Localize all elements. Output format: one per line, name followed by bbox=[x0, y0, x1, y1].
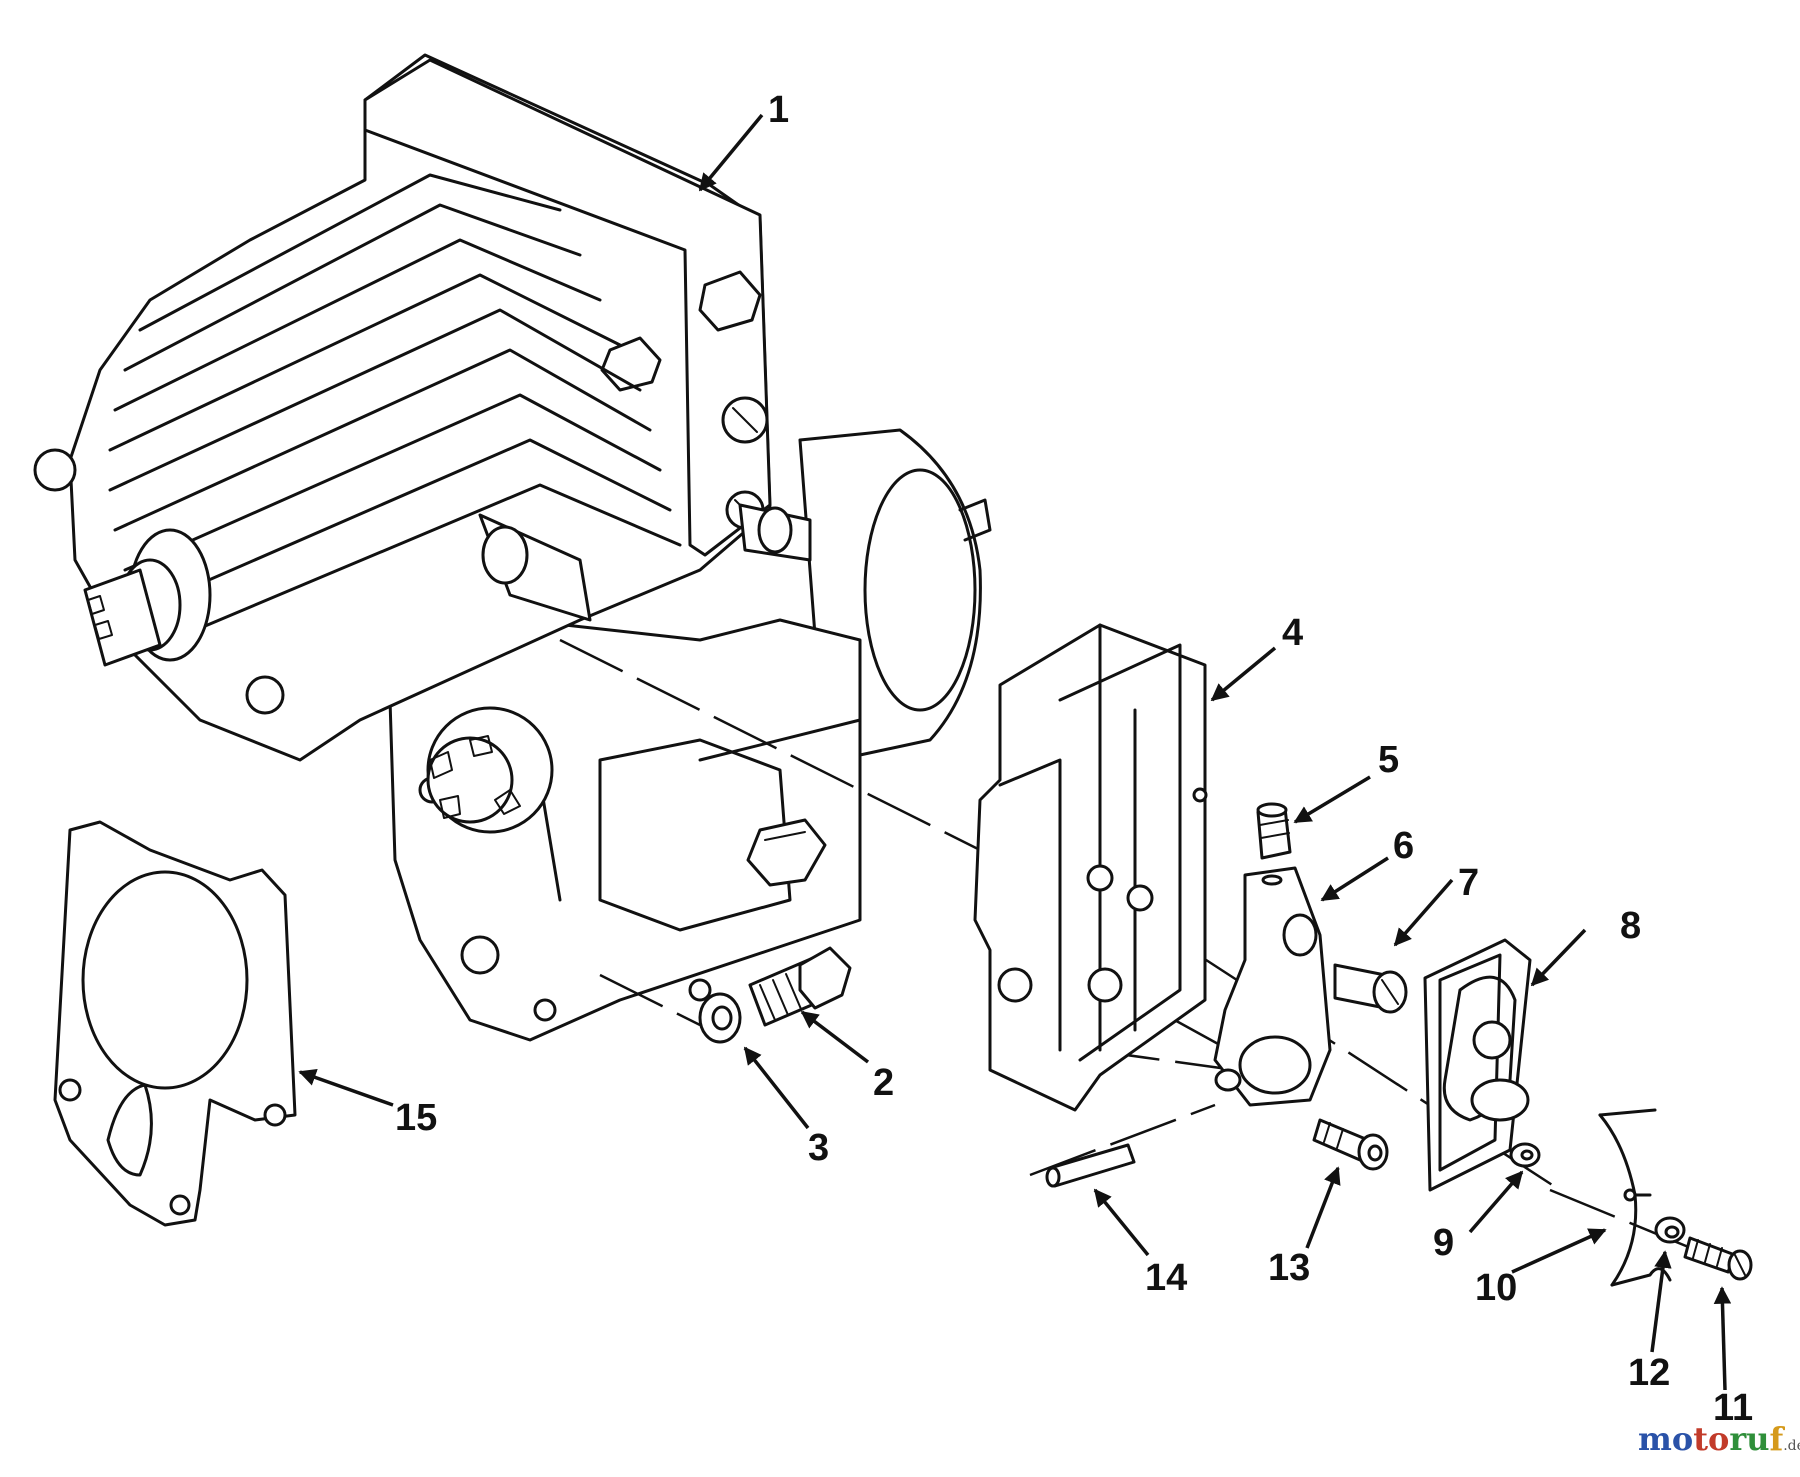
part-4-bracket bbox=[973, 623, 1208, 1112]
callout-4: 4 bbox=[1282, 612, 1303, 654]
part-8-plate bbox=[1423, 938, 1532, 1192]
callout-9: 9 bbox=[1433, 1222, 1454, 1264]
callout-15: 15 bbox=[395, 1097, 437, 1139]
watermark-part-2: to bbox=[1693, 1420, 1730, 1458]
watermark-part-1: mo bbox=[1638, 1420, 1694, 1458]
part-10-spring-clip bbox=[1598, 1108, 1672, 1287]
part-2-bolt bbox=[748, 946, 852, 1027]
watermark-suffix: .de bbox=[1783, 1438, 1800, 1454]
callout-6: 6 bbox=[1393, 825, 1414, 867]
callout-5: 5 bbox=[1378, 739, 1399, 781]
callout-3: 3 bbox=[808, 1127, 829, 1169]
part-5-set-screw bbox=[1256, 802, 1292, 860]
part-15-gasket bbox=[53, 820, 297, 1227]
callout-labels: 1 2 3 4 5 6 7 8 9 10 11 12 13 14 15 bbox=[395, 89, 1753, 1429]
part-7-pin bbox=[1333, 963, 1408, 1014]
callout-arrows bbox=[298, 113, 1732, 1391]
callout-14: 14 bbox=[1145, 1257, 1187, 1299]
watermark-logo: motoruf.de bbox=[1638, 1420, 1800, 1458]
part-9-washer bbox=[1509, 1142, 1541, 1168]
callout-12: 12 bbox=[1628, 1352, 1670, 1394]
part-11-screw bbox=[1683, 1236, 1753, 1281]
callout-13: 13 bbox=[1268, 1247, 1310, 1289]
part-1-transmission-assembly bbox=[33, 53, 992, 1042]
part-3-washer bbox=[698, 992, 742, 1044]
watermark-part-3: ru bbox=[1729, 1420, 1770, 1458]
callout-11: 11 bbox=[1713, 1387, 1753, 1429]
callout-8: 8 bbox=[1620, 905, 1641, 947]
part-12-lock-washer bbox=[1654, 1216, 1686, 1244]
callout-10: 10 bbox=[1475, 1267, 1517, 1309]
part-13-cap-screw bbox=[1312, 1118, 1389, 1171]
part-6-lever-arm bbox=[1213, 866, 1332, 1107]
callout-2: 2 bbox=[873, 1062, 894, 1104]
part-14-pin bbox=[1045, 1143, 1136, 1188]
callout-7: 7 bbox=[1458, 862, 1479, 904]
watermark-part-4: f bbox=[1769, 1420, 1784, 1458]
callout-1: 1 bbox=[768, 89, 789, 131]
